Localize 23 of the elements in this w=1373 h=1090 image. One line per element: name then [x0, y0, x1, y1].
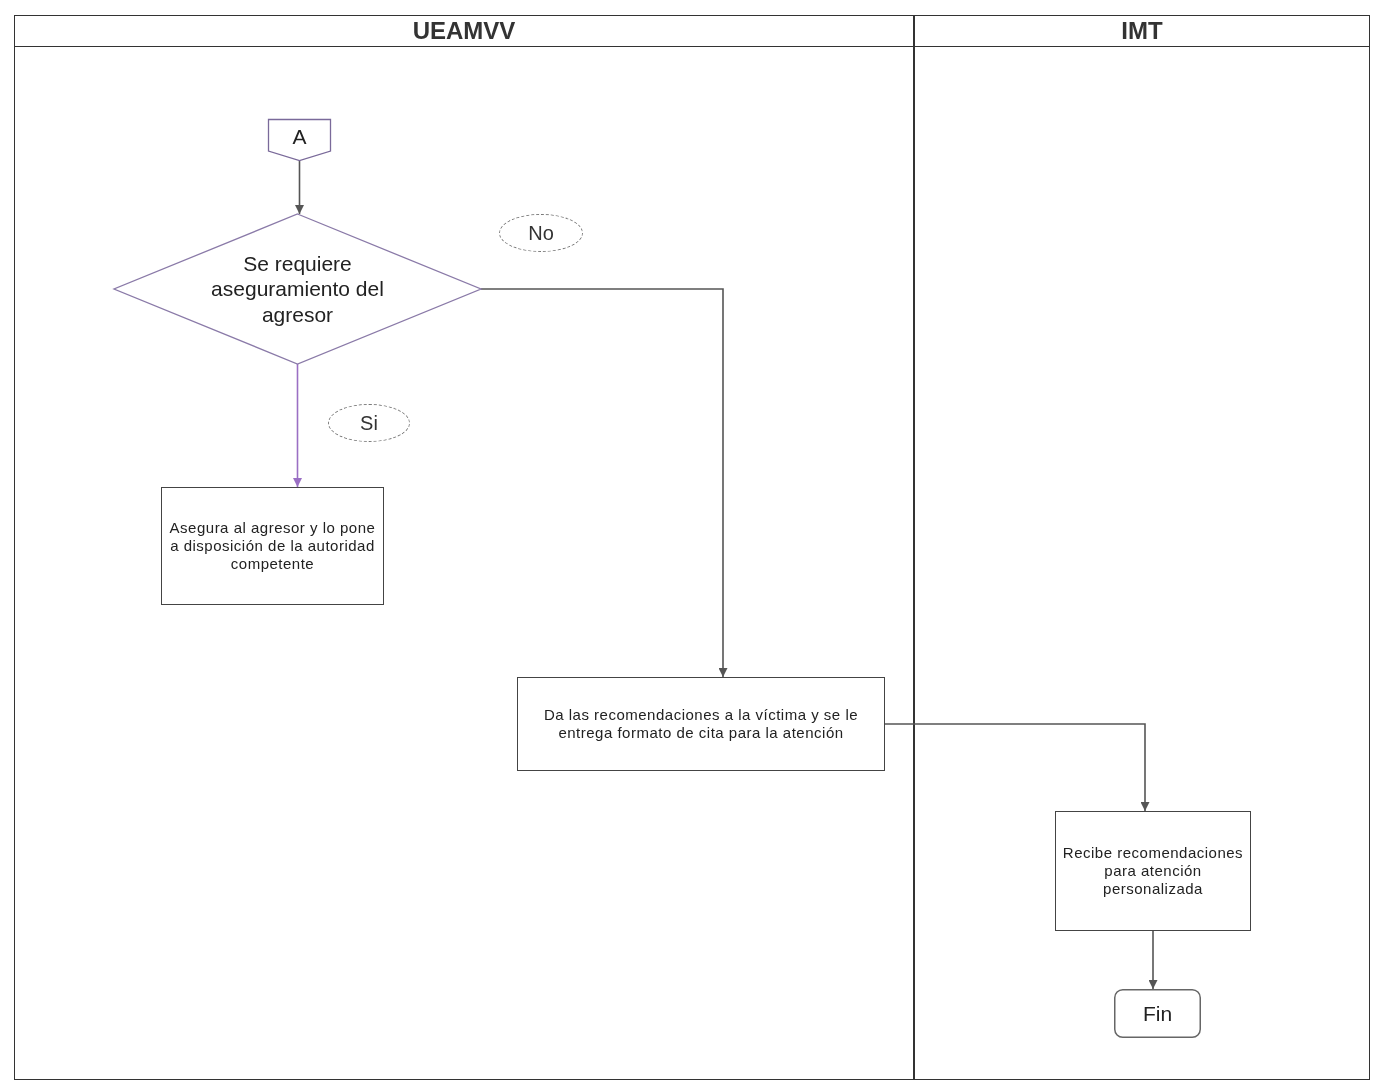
swimlane — [14, 15, 914, 1080]
arrow — [293, 363, 302, 488]
arrow — [295, 160, 304, 215]
edge-label: No — [499, 214, 583, 252]
process-box — [161, 487, 384, 605]
lane-heading: IMT — [1121, 17, 1163, 45]
node-text: Asegura al agresor y lo pone a disposición de la autoridad competente — [168, 519, 377, 573]
swimlane — [914, 15, 1370, 1080]
edge-label: Si — [328, 404, 410, 442]
process-box — [1055, 811, 1251, 931]
lane-heading: UEAMVV — [412, 17, 516, 45]
arrow — [1148, 930, 1158, 990]
decision-diamond — [114, 214, 481, 364]
arrow — [884, 723, 1150, 812]
node-text: A — [292, 124, 307, 150]
terminator-box — [1114, 989, 1201, 1038]
off-page-connector — [268, 119, 331, 161]
node-text: Recibe recomendaciones para atención personalizada — [1061, 844, 1245, 898]
arrow — [480, 288, 728, 678]
process-box — [517, 677, 885, 771]
node-text: Da las recomendaciones a la víctima y se le entrega formato de cita para la atención — [542, 706, 860, 742]
decision-text: Se requiere aseguramiento del agresor — [210, 251, 385, 327]
node-text: Fin — [1142, 1000, 1173, 1027]
